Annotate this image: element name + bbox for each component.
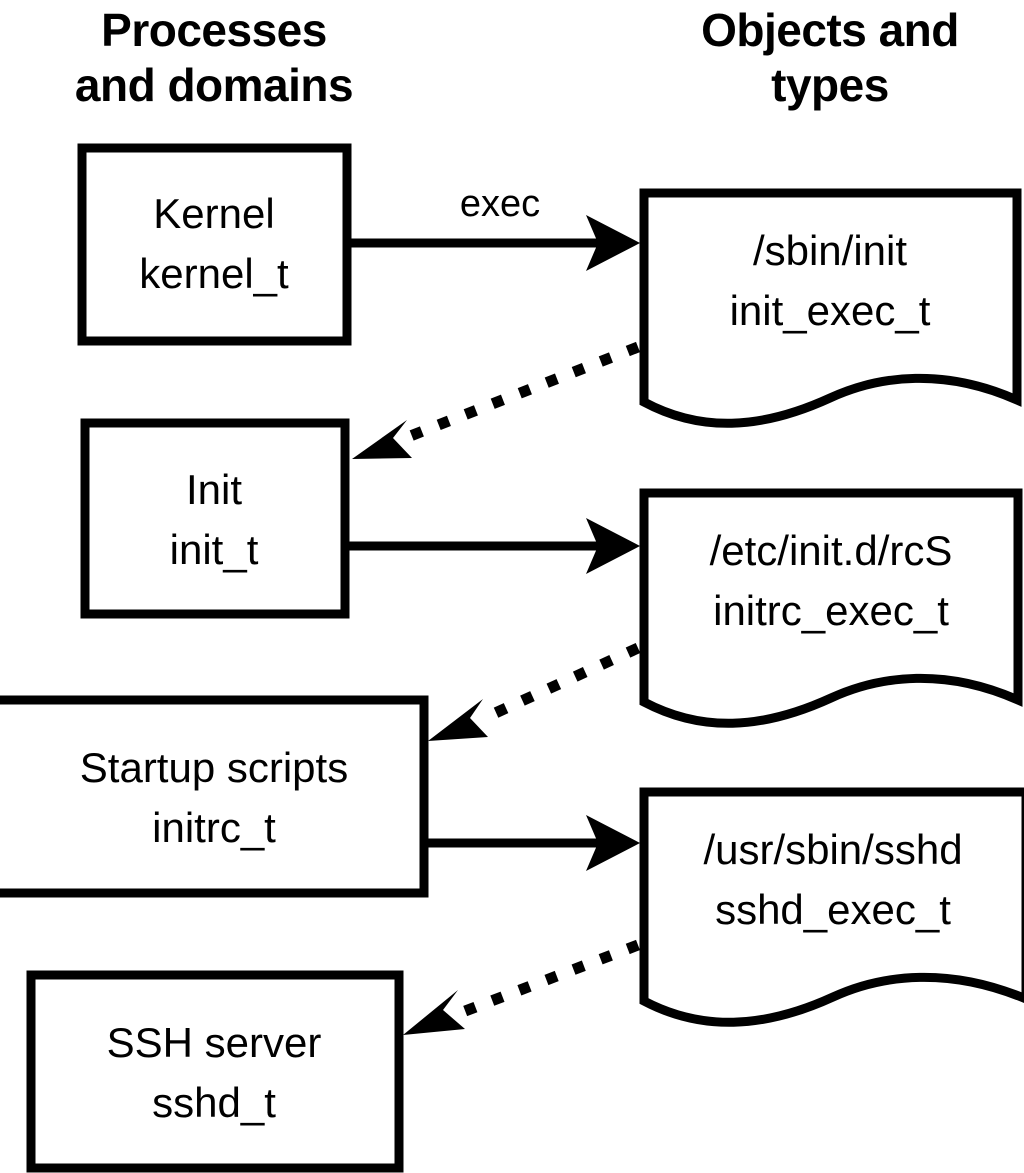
object-doc-sbin-init-path: /sbin/init [753,227,907,274]
edge-initrcexec-transition-initrc-arrowhead [428,699,488,741]
column-header-objects-line2: types [771,59,889,111]
object-doc-usr-sbin-sshd-path: /usr/sbin/sshd [703,826,962,873]
process-box-kernel-rect[interactable] [77,143,352,346]
edge-initrc-exec-sshd [428,815,640,871]
object-doc-usr-sbin-sshd-type: sshd_exec_t [715,886,951,933]
edge-sshdexec-transition-sshd [403,939,640,1035]
object-doc-etc-initd-rcs[interactable]: /etc/init.d/rcS initrc_exec_t [639,488,1023,728]
edge-initexec-transition-init-line [397,341,641,446]
column-header-objects-line1: Objects and [701,4,959,56]
edge-sshdexec-transition-sshd-line [458,939,640,1019]
column-header-processes-line1: Processes [101,4,327,56]
process-box-kernel[interactable]: Kernel kernel_t [77,143,352,346]
process-box-startup-scripts-rect[interactable] [0,695,429,898]
edge-initrcexec-transition-initrc [428,642,641,741]
object-doc-sbin-init-shape[interactable] [639,188,1022,428]
object-doc-etc-initd-rcs-path: /etc/init.d/rcS [710,527,953,574]
process-box-kernel-type: kernel_t [139,250,289,297]
column-header-objects: Objects and types [701,4,959,111]
process-box-ssh-server[interactable]: SSH server sshd_t [26,970,404,1173]
process-box-init-name: Init [186,466,242,513]
process-box-startup-scripts-type: initrc_t [152,804,276,851]
process-box-ssh-server-name: SSH server [107,1019,322,1066]
edge-initrcexec-transition-initrc-line [477,642,641,726]
process-box-startup-scripts[interactable]: Startup scripts initrc_t [0,695,429,898]
edge-kernel-exec-init: exec [350,183,640,271]
process-box-ssh-server-rect[interactable] [26,970,404,1173]
object-doc-sbin-init[interactable]: /sbin/init init_exec_t [639,188,1022,428]
process-box-kernel-name: Kernel [153,190,274,237]
process-box-init[interactable]: Init init_t [80,418,350,619]
process-box-init-type: init_t [170,526,259,573]
edge-sshdexec-transition-sshd-arrowhead [403,990,465,1035]
edge-initexec-transition-init-arrowhead [352,420,412,459]
edge-initexec-transition-init [352,341,641,459]
process-box-ssh-server-type: sshd_t [152,1079,276,1126]
edge-init-exec-rcs [348,518,640,574]
column-header-processes: Processes and domains [75,4,354,111]
object-doc-usr-sbin-sshd[interactable]: /usr/sbin/sshd sshd_exec_t [639,787,1024,1027]
object-doc-etc-initd-rcs-type: initrc_exec_t [713,587,949,634]
process-box-startup-scripts-name: Startup scripts [80,744,348,791]
edge-initrc-exec-sshd-arrowhead [586,815,640,871]
object-doc-etc-initd-rcs-shape[interactable] [639,488,1023,728]
object-doc-usr-sbin-sshd-shape[interactable] [639,787,1024,1027]
edge-kernel-exec-init-arrowhead [586,215,640,271]
object-doc-sbin-init-type: init_exec_t [730,287,931,334]
process-box-init-rect[interactable] [80,418,350,619]
edge-init-exec-rcs-arrowhead [586,518,640,574]
column-header-processes-line2: and domains [75,59,353,111]
edge-label-exec: exec [460,183,540,225]
